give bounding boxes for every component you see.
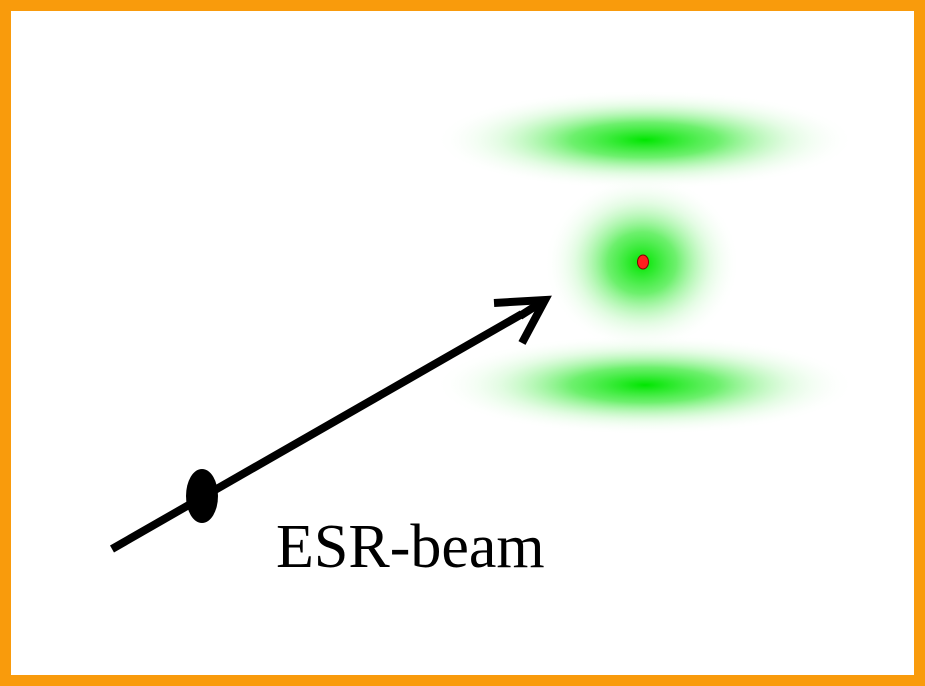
trapped-ion-dot [637,254,649,270]
upper-green-cloud [435,90,855,190]
beam-arrow-tip [517,296,548,320]
beam-particle [186,469,218,523]
beam-label: ESR-beam [276,513,545,581]
beam-arrow-shaft [110,310,524,553]
lower-green-cloud [435,335,855,435]
